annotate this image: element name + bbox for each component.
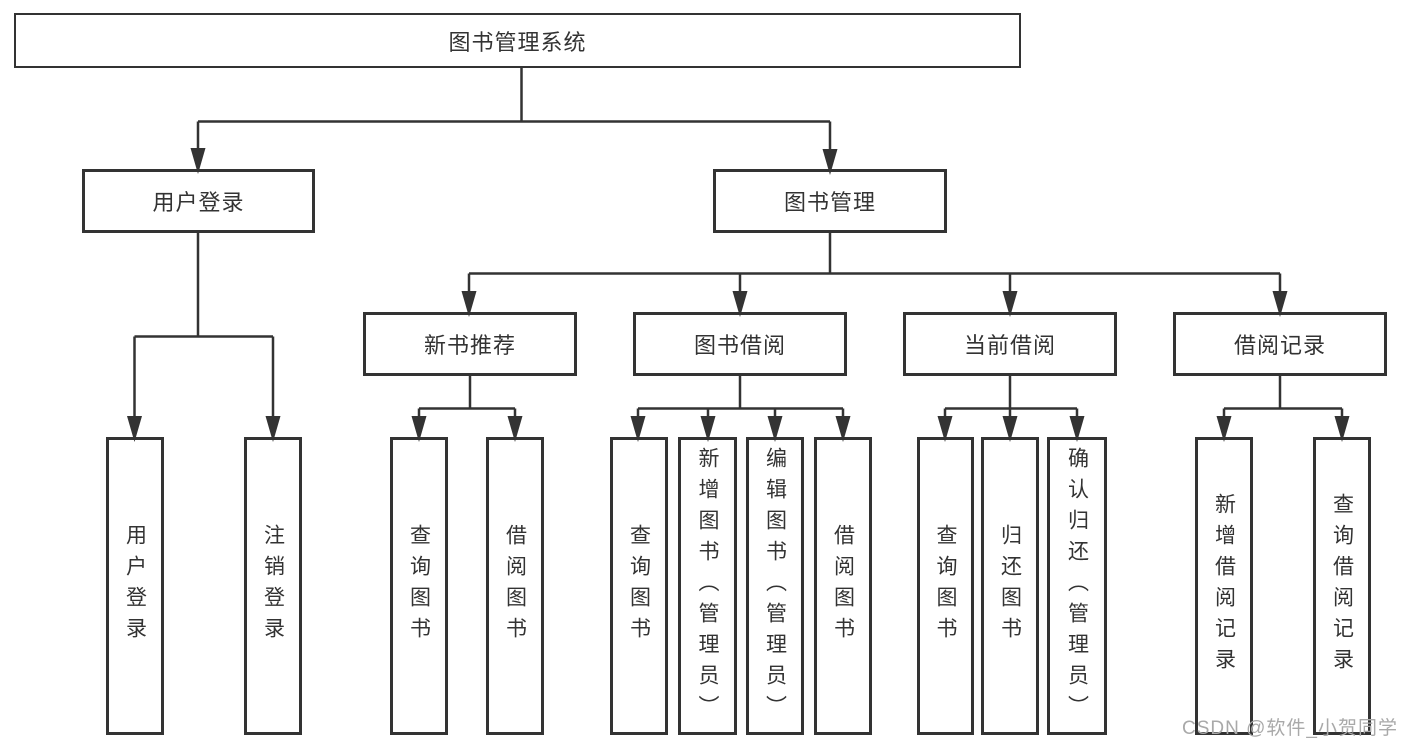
node-book-management: 图书管理 (713, 169, 947, 233)
leaf-confirm-return-admin: 确认归还（管理员） (1047, 437, 1107, 735)
leaf-label: 注销登录 (261, 524, 285, 648)
connector-current-borrow (943, 376, 1079, 439)
connector-new-book-recommend (417, 376, 517, 439)
node-new-book-recommend: 新书推荐 (363, 312, 577, 376)
leaf-query-borrow-record: 查询借阅记录 (1313, 437, 1371, 735)
leaf-edit-book-admin: 编辑图书（管理员） (746, 437, 804, 735)
leaf-label: 借阅图书 (503, 524, 527, 648)
leaf-label: 查询借阅记录 (1330, 493, 1354, 679)
leaf-user-login: 用户登录 (106, 437, 164, 735)
leaf-query-books-borrow: 查询图书 (610, 437, 668, 735)
connector-root (196, 68, 832, 171)
node-label: 当前借阅 (963, 333, 1056, 358)
leaf-borrow-books: 借阅图书 (814, 437, 872, 735)
leaf-label: 查询图书 (934, 524, 957, 648)
leaf-add-book-admin: 新增图书（管理员） (678, 437, 737, 735)
leaf-label: 编辑图书（管理员） (763, 446, 787, 726)
leaf-query-books-current: 查询图书 (917, 437, 974, 735)
node-user-login: 用户登录 (82, 169, 315, 233)
node-label: 新书推荐 (423, 333, 516, 358)
node-book-borrow: 图书借阅 (633, 312, 847, 376)
node-borrow-records: 借阅记录 (1173, 312, 1387, 376)
node-label: 图书管理 (783, 190, 876, 215)
leaf-label: 归还图书 (998, 524, 1022, 648)
leaf-return-books: 归还图书 (981, 437, 1039, 735)
connector-book-management (467, 233, 1282, 314)
leaf-label: 新增图书（管理员） (696, 446, 719, 726)
leaf-borrow-books-recommend: 借阅图书 (486, 437, 544, 735)
leaf-label: 借阅图书 (831, 524, 855, 648)
connector-borrow-records (1222, 376, 1344, 439)
node-label: 用户登录 (152, 190, 245, 215)
node-library-system: 图书管理系统 (14, 13, 1021, 68)
leaf-label: 查询图书 (407, 524, 431, 648)
node-label: 图书借阅 (693, 333, 786, 358)
leaf-add-borrow-record: 新增借阅记录 (1195, 437, 1253, 735)
leaf-label: 新增借阅记录 (1212, 493, 1236, 679)
connector-book-borrow (636, 376, 845, 439)
watermark: CSDN @软件_小贺同学 (1182, 718, 1398, 739)
leaf-logout: 注销登录 (244, 437, 302, 735)
connector-user-login (133, 233, 275, 439)
leaf-label: 用户登录 (123, 524, 147, 648)
leaf-label: 确认归还（管理员） (1065, 446, 1089, 726)
leaf-label: 查询图书 (627, 524, 651, 648)
node-current-borrow: 当前借阅 (903, 312, 1117, 376)
leaf-query-books-recommend: 查询图书 (390, 437, 448, 735)
node-label: 借阅记录 (1233, 333, 1326, 358)
node-label: 图书管理系统 (448, 29, 587, 55)
